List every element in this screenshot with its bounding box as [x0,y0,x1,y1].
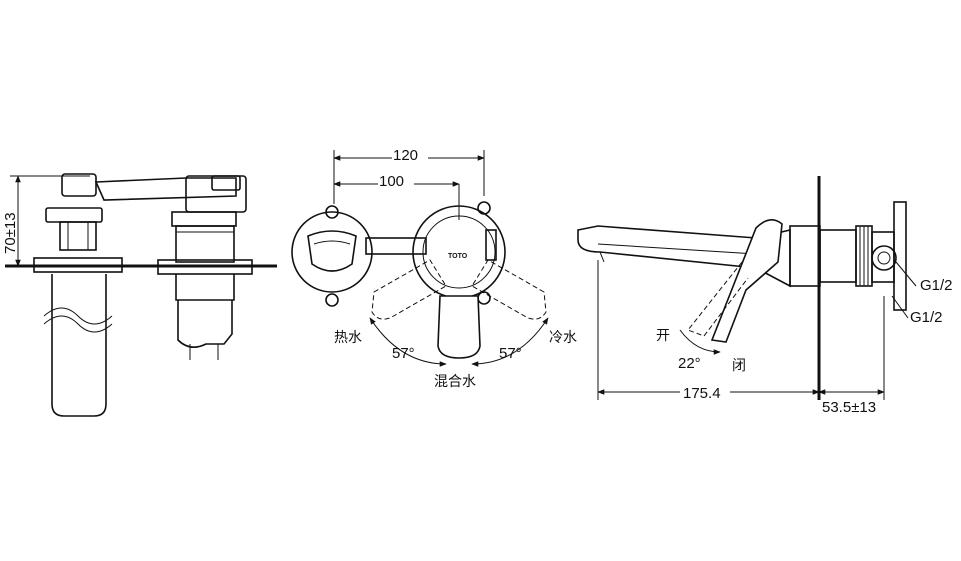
aerator-outlet [177,300,233,348]
lever-profile [710,219,783,343]
side-view: 70±13 [2,173,277,417]
mount-flange-left [45,207,103,223]
cold-angle-label: 57° [499,345,522,362]
connector-bar [365,237,427,255]
base-plate-right [157,259,253,275]
inlet-body [871,231,895,283]
hot-position-ghost [371,259,447,320]
close-label: 闭 [732,357,746,373]
mount-body-left [59,221,97,251]
mixed-water-label: 混合水 [434,373,476,389]
thread-upper-leader [895,261,917,287]
thread-lower-label: G1/2 [910,309,943,326]
spout-length-label: 175.4 [683,385,721,402]
hot-angle-arc [369,317,447,367]
valve-body [819,229,857,283]
base-plate-left [33,257,123,273]
spout-profile [577,225,791,288]
height-dimension-label: 70±13 [2,212,19,254]
front-view: 120 100 TOTO 热水 冷水 57° 57° 混合水 [291,146,577,389]
hot-angle-label: 57° [392,345,415,362]
valve-cylinder [51,274,107,417]
lever-angle-arc [679,329,721,355]
profile-view: 开 22° 闭 G1/2 G1/2 175.4 53.5±13 [577,176,953,416]
lever-handle [437,295,481,359]
width-outer-label: 120 [393,147,418,164]
spout-outlet-face [307,230,357,272]
outlet-sleeve [175,274,235,301]
hot-water-label: 热水 [334,329,362,345]
wall-escutcheon [789,225,821,287]
handle-block [61,173,97,197]
thread-lower-leader [891,295,909,319]
screw-hole-bottom-right [477,291,491,305]
open-label: 开 [656,327,670,343]
spout-head [185,175,247,213]
thread-upper-label: G1/2 [920,277,953,294]
cold-angle-arc [471,317,549,367]
lever-open-ghost [687,261,749,337]
wall-depth-label: 53.5±13 [822,399,876,416]
cold-water-label: 冷水 [549,329,577,345]
lever-angle-label: 22° [678,355,701,372]
cold-position-ghost [471,259,547,320]
screw-hole-top-left [325,205,339,219]
width-inner-label: 100 [379,173,404,190]
mounting-plate [893,201,907,311]
spout-arm [94,177,237,201]
spout-body [175,225,235,263]
screw-hole-top-right [477,201,491,215]
inlet-port [871,245,897,271]
screw-hole-bottom-left [325,293,339,307]
spout-rosette [291,211,373,293]
spout-flange [171,211,237,227]
brand-mark: TOTO [448,253,468,260]
